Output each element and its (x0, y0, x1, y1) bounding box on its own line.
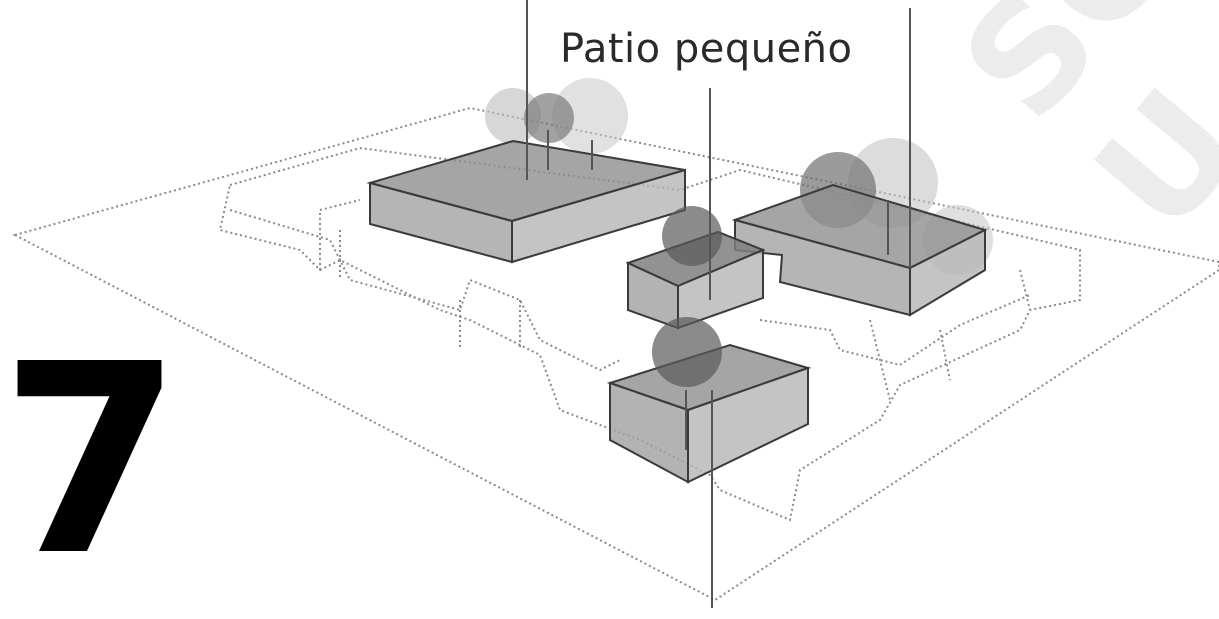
tree-canopy-circle (652, 317, 722, 387)
volume-right-side (909, 228, 986, 317)
volume-middle-side (677, 248, 764, 330)
diagram-label: Patio pequeño (560, 26, 853, 72)
tree-canopy-circle (662, 206, 722, 266)
volume-front-side (687, 366, 809, 484)
building-inner-edge (319, 199, 521, 350)
building-footprint-outline (218, 146, 1081, 522)
building-inner-edge (869, 269, 1031, 401)
figure-number: 7 (0, 308, 183, 613)
tree-canopy-circle (524, 93, 574, 143)
tree-canopy-circle (552, 78, 628, 154)
